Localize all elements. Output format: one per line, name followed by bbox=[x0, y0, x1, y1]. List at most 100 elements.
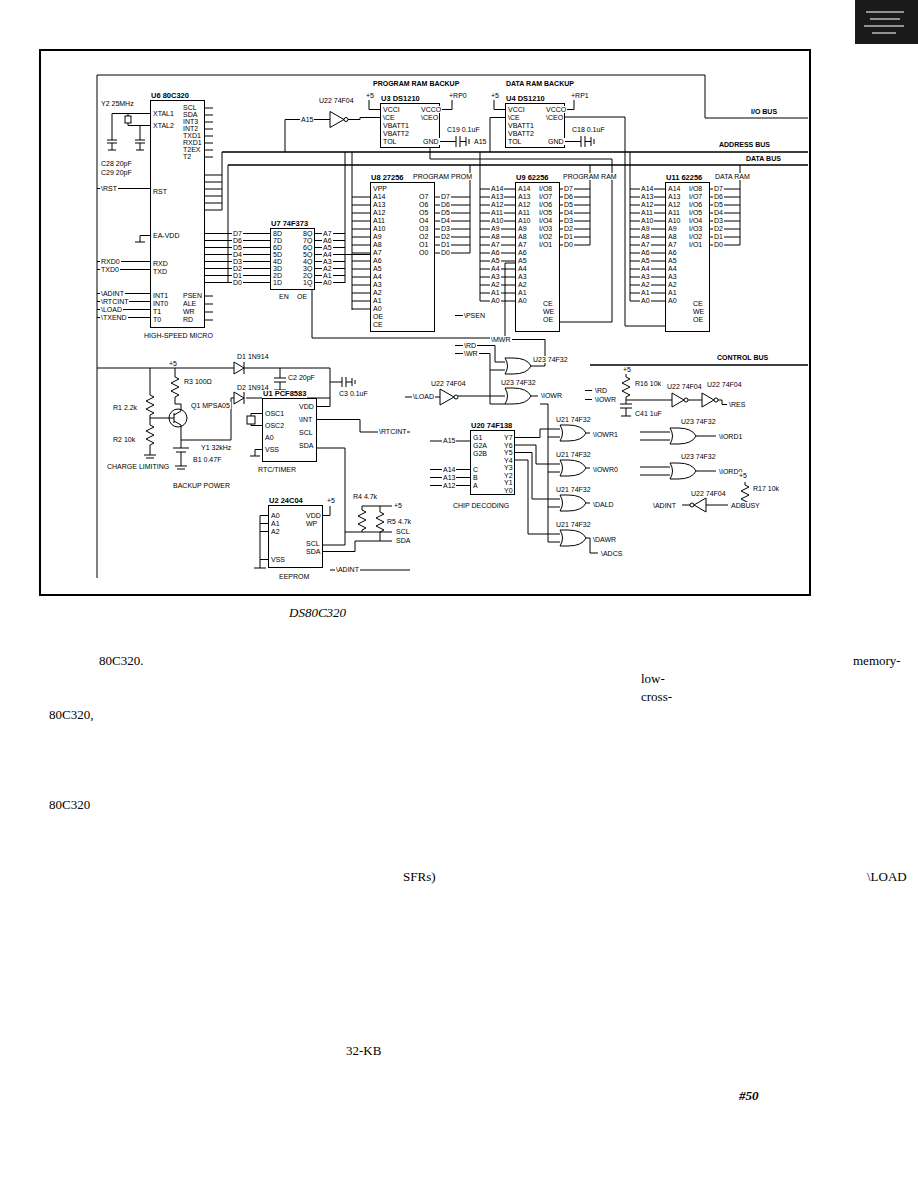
signal-label: EA-VDD bbox=[152, 232, 180, 239]
signal-label: SCL bbox=[298, 429, 314, 436]
signal-label: U22 74F04 bbox=[666, 383, 703, 390]
signal-label: A2 bbox=[270, 528, 281, 535]
signal-label: I/O4 bbox=[688, 217, 703, 224]
signal-label: A7 bbox=[322, 230, 333, 237]
signal-label: Y0 bbox=[503, 487, 514, 494]
signal-label: A7 bbox=[517, 241, 528, 248]
signal-label: 1D bbox=[272, 279, 283, 286]
signal-label: A5 bbox=[667, 257, 678, 264]
signal-label: I/O5 bbox=[538, 209, 553, 216]
signal-label: C28 20pF bbox=[100, 160, 133, 167]
signal-label: A8 bbox=[372, 241, 383, 248]
signal-label: PROGRAM PROM bbox=[412, 173, 473, 180]
chip-designator: U4 DS1210 bbox=[505, 95, 546, 103]
inverter-bubble bbox=[714, 398, 718, 402]
inverter-symbol bbox=[702, 393, 714, 407]
signal-label: I/O3 bbox=[538, 225, 553, 232]
signal-label: VBATT2 bbox=[382, 130, 410, 137]
signal-label: \ADCS bbox=[600, 550, 623, 557]
signal-label: A15 bbox=[442, 437, 456, 444]
signal-label: A14 bbox=[640, 185, 654, 192]
signal-label: \LOAD bbox=[100, 306, 123, 313]
signal-label: D5 bbox=[713, 201, 724, 208]
signal-label: OE bbox=[542, 316, 554, 323]
signal-label: C29 20pF bbox=[100, 169, 133, 176]
signal-label: A8 bbox=[490, 233, 501, 240]
signal-label: \RD bbox=[594, 387, 608, 394]
bus-lines bbox=[222, 152, 808, 365]
signal-label: A12 bbox=[442, 482, 456, 489]
chip-designator: U7 74F373 bbox=[270, 220, 309, 228]
signal-label: RST bbox=[152, 188, 168, 195]
signal-label: SDA bbox=[182, 111, 198, 118]
signal-label: R17 10k bbox=[752, 485, 780, 492]
control-wires bbox=[585, 391, 592, 400]
signal-label: \CE bbox=[507, 114, 521, 121]
signal-label: A13 bbox=[490, 193, 504, 200]
io-bus-line bbox=[97, 75, 808, 578]
signal-label: D2 bbox=[440, 233, 451, 240]
signal-label: U21 74F32 bbox=[555, 521, 592, 528]
signal-label: 7D bbox=[272, 237, 283, 244]
signal-label: A14 bbox=[517, 185, 531, 192]
signal-label: A14 bbox=[490, 185, 504, 192]
body-text: SFRs) bbox=[402, 870, 437, 884]
signal-label: GND bbox=[422, 138, 440, 145]
signal-label: \RES bbox=[728, 401, 746, 408]
signal-label: D0 bbox=[232, 279, 243, 286]
signal-label: D3 bbox=[232, 258, 243, 265]
signal-label: A2 bbox=[640, 281, 651, 288]
body-text: low- bbox=[640, 672, 666, 686]
signal-label: U23 74F32 bbox=[680, 418, 717, 425]
inverter-symbol bbox=[330, 112, 344, 128]
signal-label: A8 bbox=[640, 233, 651, 240]
signal-label: Y6 bbox=[503, 442, 514, 449]
signal-label: A5 bbox=[322, 244, 333, 251]
signal-label: D4 bbox=[232, 251, 243, 258]
signal-label: A0 bbox=[667, 297, 678, 304]
chip-heading-group: U2 24C04 bbox=[268, 497, 304, 505]
signal-label: D5 bbox=[563, 201, 574, 208]
or-gate-symbol bbox=[505, 388, 531, 404]
signal-label: U22 74F04 bbox=[706, 381, 743, 388]
signal-label: A10 bbox=[490, 217, 504, 224]
signal-label: D0 bbox=[713, 241, 724, 248]
signal-label: T0 bbox=[152, 316, 162, 323]
signal-label: \TXEND bbox=[100, 314, 128, 321]
signal-label: A5 bbox=[372, 265, 383, 272]
inverter-symbol bbox=[440, 389, 454, 405]
signal-label: D3 bbox=[563, 217, 574, 224]
signal-label: OE bbox=[692, 316, 704, 323]
signal-label: G1 bbox=[472, 434, 483, 441]
body-text: #50 bbox=[738, 1089, 760, 1103]
signal-label: CHARGE LIMITING bbox=[106, 463, 170, 470]
signal-label: I/O3 bbox=[688, 225, 703, 232]
signal-label: U22 74F04 bbox=[430, 380, 467, 387]
signal-label: A9 bbox=[372, 233, 383, 240]
signal-label: 8D bbox=[272, 230, 283, 237]
resistor-symbol bbox=[171, 368, 181, 404]
or-gate-symbol bbox=[560, 425, 586, 441]
signal-label: RXD1 bbox=[182, 139, 203, 146]
signal-label: Y3 bbox=[503, 464, 514, 471]
chip-designator: U3 DS1210 bbox=[380, 95, 421, 103]
body-text: 80C320, bbox=[48, 708, 94, 722]
signal-label: A6 bbox=[490, 249, 501, 256]
signal-label: I/O BUS bbox=[750, 108, 778, 115]
signal-label: R2 10k bbox=[112, 436, 136, 443]
signal-label: VCCO bbox=[545, 106, 567, 113]
signal-label: \DAWR bbox=[592, 536, 617, 543]
signal-label: VBATT2 bbox=[507, 130, 535, 137]
signal-label: A13 bbox=[667, 193, 681, 200]
signal-label: \IOWR0 bbox=[592, 466, 619, 473]
signal-label: PROGRAM RAM bbox=[562, 173, 618, 180]
signal-label: A6 bbox=[517, 249, 528, 256]
signal-label: A4 bbox=[640, 265, 651, 272]
signal-label: XTAL2 bbox=[152, 122, 175, 129]
signal-label: C2 20pF bbox=[287, 374, 316, 381]
signal-label: \PSEN bbox=[463, 312, 486, 319]
signal-label: O5 bbox=[418, 209, 429, 216]
signal-label: +5 bbox=[168, 360, 178, 367]
signal-label: O0 bbox=[418, 249, 429, 256]
figure-frame bbox=[40, 50, 810, 595]
